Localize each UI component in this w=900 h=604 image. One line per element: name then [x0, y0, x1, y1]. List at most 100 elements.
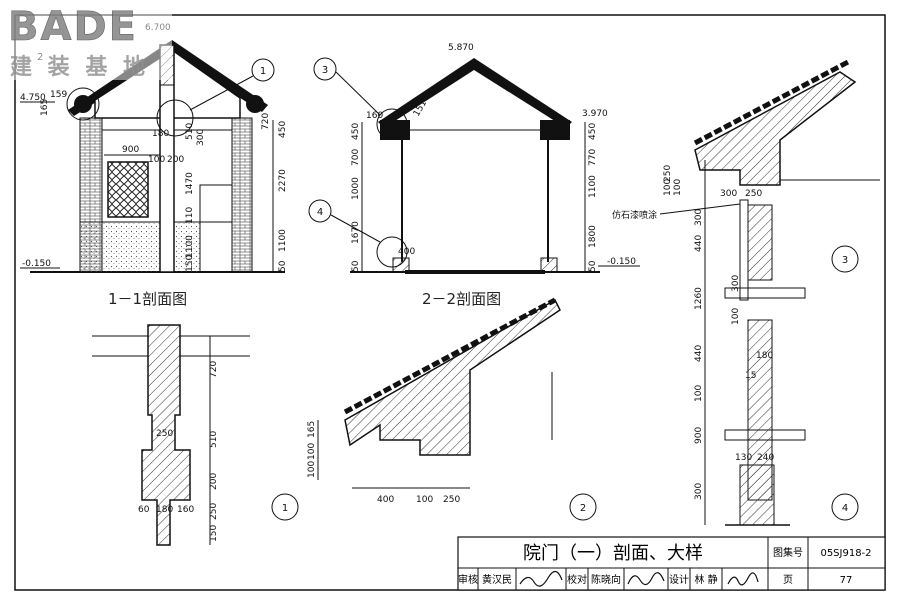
callout-leader-1	[189, 75, 254, 111]
d3-440: 440	[694, 235, 704, 252]
rc2-50: 50	[588, 260, 598, 272]
detail-4-bubble	[831, 493, 859, 521]
detail-2-bubble	[569, 493, 597, 521]
lc-450: 450	[351, 123, 361, 140]
rc-2270: 2270	[278, 169, 288, 192]
page-number: 77	[840, 575, 853, 586]
lc-1670: 1670	[351, 221, 361, 244]
callout-circle-4	[376, 236, 408, 268]
d4-base	[739, 464, 775, 526]
logo-subtitle: 建 装 基 地	[10, 55, 149, 80]
callout-circle-1	[156, 99, 194, 137]
dim-510: 510	[185, 123, 195, 140]
d1-200: 200	[209, 473, 219, 490]
callout-circle-2	[66, 87, 100, 121]
stone-base	[79, 221, 201, 273]
d1-250w: 250	[156, 429, 173, 439]
d3-300: 300	[720, 189, 737, 199]
level-eave: 4.750	[20, 93, 46, 103]
callout-1-number: 1	[260, 66, 266, 77]
callout-circle-3	[376, 108, 408, 140]
rc-50: 50	[278, 260, 288, 272]
floor-2	[405, 270, 545, 274]
d2-100a: 100	[307, 443, 317, 460]
d1-60: 60	[138, 505, 150, 515]
callout-leader-3	[335, 71, 381, 116]
d2-100b: 100	[307, 461, 317, 478]
callout-4-number: 4	[317, 207, 323, 218]
detail-2: 165 100 100 400 100 250 2	[307, 297, 597, 521]
dim-165: 165	[40, 99, 50, 116]
dim-180: 180	[152, 129, 169, 139]
atlas-label: 图集号	[773, 546, 803, 559]
check-label: 校对	[567, 573, 587, 586]
lc-700: 700	[351, 149, 361, 166]
d4-130: 130	[735, 453, 752, 463]
d3-note-leader	[659, 203, 741, 215]
level-ridge-2: 5.870	[448, 43, 474, 53]
d1-160: 160	[177, 505, 194, 515]
d3-note: 仿石漆喷涂	[612, 209, 657, 221]
d1-720: 720	[209, 361, 219, 378]
d4-15: 15	[745, 371, 756, 381]
d1-post-section	[141, 324, 191, 546]
column-top	[159, 44, 175, 86]
page-label: 页	[783, 574, 793, 586]
d2-eave-section	[344, 298, 561, 456]
detail-2-number: 2	[580, 503, 586, 514]
roof-2	[378, 58, 572, 128]
dim-300: 300	[196, 129, 206, 146]
d2-100: 100	[416, 495, 433, 505]
design-label: 设计	[669, 573, 689, 586]
drawing-title: 院门（一）剖面、大样	[523, 543, 703, 564]
callout-bubble-1	[251, 58, 275, 82]
dim-159: 159	[50, 90, 67, 100]
lattice-window	[107, 161, 149, 218]
check-name: 陈晓向	[591, 573, 621, 586]
d2-400: 400	[377, 495, 394, 505]
d3-finish	[739, 199, 749, 301]
lc-1000: 1000	[351, 177, 361, 200]
callout-bubble-4	[308, 199, 332, 223]
detail-3-4: 250 100 100 300 250 300 440 1260 300 100…	[612, 59, 880, 526]
d1-510: 510	[209, 431, 219, 448]
title-block: 院门（一）剖面、大样 图集号 05SJ918-2 审核 黄汉民 校对 陈晓向 设…	[457, 536, 886, 591]
detail-1: 720 510 200 250 150 250 60 180 160 1	[92, 324, 299, 546]
d4-440: 440	[694, 345, 704, 362]
dim-900: 900	[122, 145, 139, 155]
review-label: 审核	[458, 573, 478, 586]
d3-100b: 100	[673, 179, 683, 196]
eave-end-left	[74, 95, 92, 113]
atlas-number: 05SJ918-2	[820, 548, 871, 559]
watermark-logo: BADE 建 装 基 地	[2, 2, 172, 80]
design-name: 林 静	[694, 573, 717, 586]
section-1-caption: 1－1剖面图	[108, 290, 187, 308]
dim-100: 100	[148, 155, 165, 165]
callout-3-number: 3	[322, 65, 328, 76]
review-signature	[519, 570, 563, 587]
logo-backdrop	[2, 2, 172, 80]
sheet-frame	[14, 14, 886, 591]
rc2-450: 450	[588, 123, 598, 140]
dim-110: 110	[185, 207, 195, 224]
eave-block-right	[540, 120, 570, 140]
title-block-frame	[457, 536, 886, 591]
d4-180: 180	[756, 351, 773, 361]
d3-300v: 300	[694, 209, 704, 226]
base-right	[540, 257, 558, 273]
callout-leader-4	[330, 214, 381, 243]
dim-1470: 1470	[185, 172, 195, 195]
d1-150: 150	[209, 525, 219, 542]
level-ridge: 6.700	[145, 23, 171, 33]
rc2-770: 770	[588, 149, 598, 166]
d4-900: 900	[694, 427, 704, 444]
check-signature	[627, 572, 665, 586]
d3-300b: 300	[731, 275, 741, 292]
section-2-2: 3 4 5.870 3.970 -0.150 151 160 450 700 1…	[308, 43, 640, 308]
detail-3-bubble	[831, 245, 859, 273]
d3-eave-section	[694, 71, 857, 186]
rc2-1100: 1100	[588, 175, 598, 198]
level-ground-2: -0.150	[607, 257, 636, 267]
d4-100: 100	[694, 385, 704, 402]
